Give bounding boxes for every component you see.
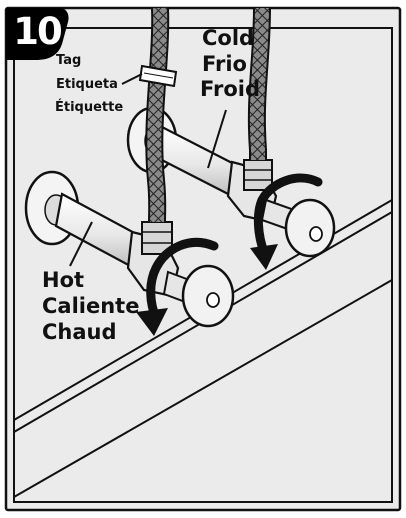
tag-label-fr: Étiquette — [55, 100, 124, 115]
cold-rotation-arrow-icon — [253, 173, 323, 257]
hot-label-fr: Chaud — [42, 320, 117, 344]
cold-label-en: Cold — [202, 26, 255, 50]
hot-label-en: Hot — [42, 268, 85, 292]
cold-handle-knob — [284, 198, 336, 258]
hot-valve — [24, 170, 235, 328]
hot-rotation-arrow-icon — [146, 237, 219, 323]
wall-panel — [13, 27, 393, 503]
cold-label-es: Frio — [202, 52, 247, 76]
tag-label-en: Tag — [56, 53, 82, 68]
step-number: 10 — [13, 10, 63, 53]
hot-label-es: Caliente — [42, 294, 140, 318]
leader-lines — [69, 73, 227, 267]
cold-label-fr: Froid — [200, 77, 261, 101]
step-badge — [6, 8, 69, 60]
tag-label-es: Etiqueta — [56, 77, 118, 92]
